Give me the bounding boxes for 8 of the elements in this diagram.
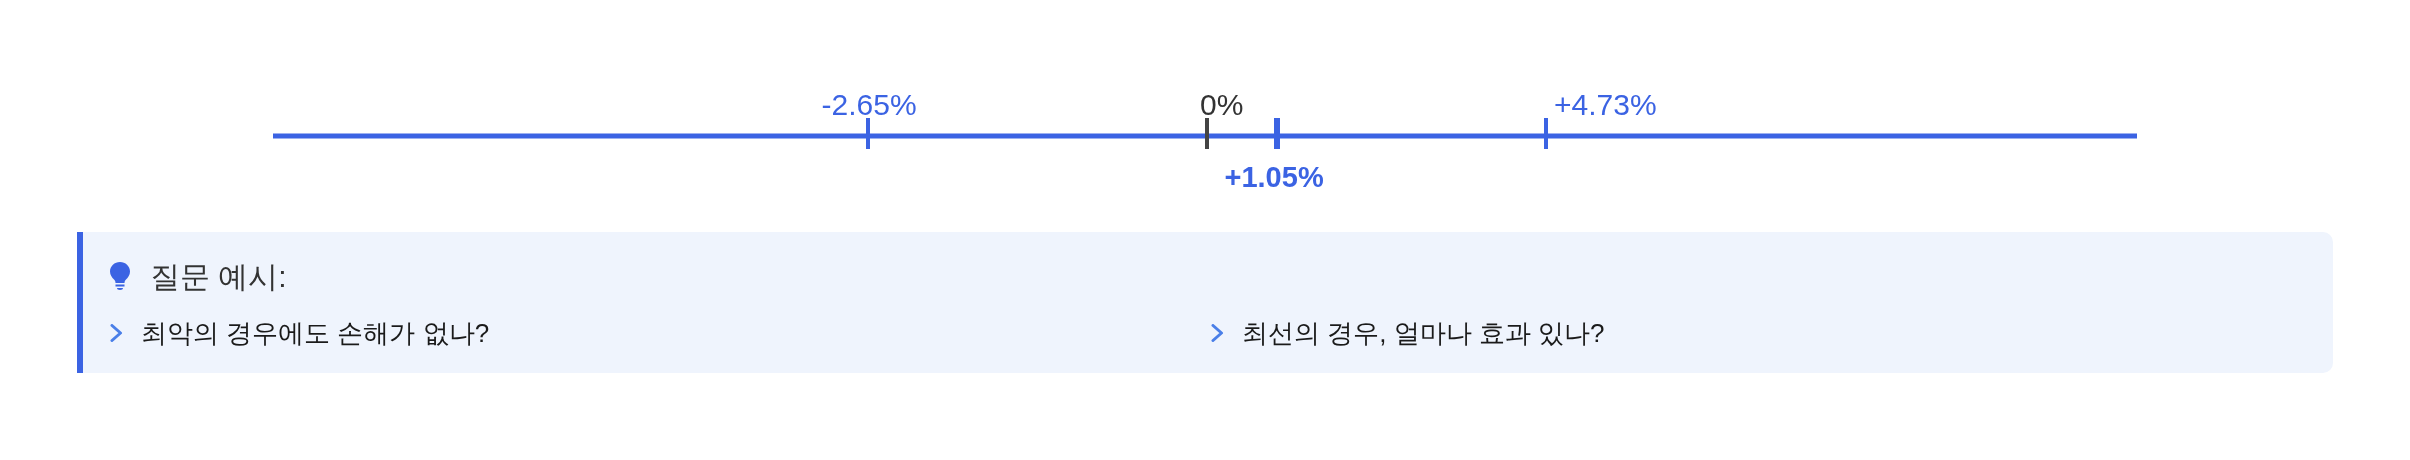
tick-label: -2.65%	[821, 90, 917, 120]
value-label: +1.05%	[1224, 162, 1324, 192]
question-text: 최선의 경우, 얼마나 효과 있나?	[1242, 317, 1605, 350]
question-text: 최악의 경우에도 손해가 없나?	[141, 317, 490, 350]
callout-title: 질문 예시:	[150, 259, 287, 295]
tick-label: +4.73%	[1554, 90, 1657, 120]
tick-label: 0%	[1200, 90, 1244, 120]
callout-box	[77, 232, 2333, 373]
